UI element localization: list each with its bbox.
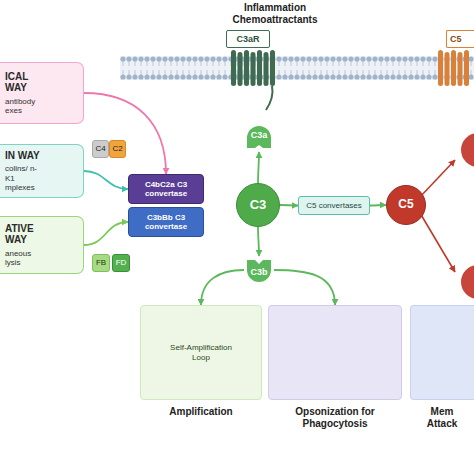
outcome-panel: Self-Amplification LoopAmplification (140, 305, 262, 427)
flow-arrow (84, 222, 128, 245)
flow-arrow (274, 270, 335, 305)
node-text: ICAL WAY (5, 71, 49, 94)
node-text: C3a (251, 130, 268, 140)
node-text: C2 (112, 144, 122, 153)
outcome-panel: Mem Attack (410, 305, 474, 445)
node-subtext: aneous lysis (5, 249, 43, 267)
node-text: C4 (95, 144, 105, 153)
node-text: C5 (450, 34, 462, 44)
protein-circle: C5 (386, 185, 426, 225)
node-text: C3b (250, 267, 267, 277)
node-text: C3 (250, 198, 267, 213)
flow-arrow (84, 93, 166, 174)
node-subtext: colins/ n-K1 mplexes (5, 164, 43, 192)
outcome-panel: Opsonization for Phagocytosis (268, 305, 402, 445)
shape-fill (247, 260, 271, 282)
panel-ground: Self-Amplification Loop (140, 305, 262, 400)
convertase-box: C3bBb C3 convertase (128, 207, 204, 237)
c3a-receptor (231, 50, 275, 110)
node-text: Self-Amplification Loop (170, 343, 232, 361)
receptor-label: C3aR (226, 30, 270, 48)
node-text: Mem Attack (421, 406, 463, 429)
node-text: ATIVE WAY (5, 223, 49, 246)
node-text: C3aR (236, 34, 259, 44)
node-text: IN WAY (5, 150, 49, 162)
flow-arrow (280, 204, 298, 206)
node-text: Opsonization for Phagocytosis (280, 406, 390, 429)
factor-box: C4 (92, 140, 109, 158)
factor-box: C2 (109, 140, 126, 158)
cell-membrane (120, 56, 474, 80)
c5-fragments (420, 133, 474, 299)
heading-label: Inflammation Chemoattractants (215, 2, 335, 25)
node-subtext: Amplification (169, 406, 232, 418)
node-text: FB (96, 258, 106, 267)
flow-arrow (258, 227, 259, 256)
node-subtext: antibody exes (5, 97, 51, 115)
protein-circle: C3 (236, 183, 280, 227)
label-holder: Inflammation Chemoattractants (195, 2, 355, 25)
node-text: C5 (398, 198, 413, 212)
flow-arrow (84, 171, 128, 189)
shape-fill (247, 126, 271, 148)
convertase-box: C5 convertases (298, 196, 370, 215)
convertase-box: C4bC2a C3 convertase (128, 174, 204, 204)
factor-box: FD (112, 254, 130, 272)
c5a-receptor (438, 50, 469, 86)
pathway-box: IN WAY colins/ n-K1 mplexes (0, 144, 84, 198)
flow-arrow (258, 152, 259, 183)
receptor-label: C5 (446, 30, 474, 48)
panel-ground (268, 305, 402, 400)
node-text: FD (116, 258, 127, 267)
flow-arrow (201, 270, 244, 305)
pathway-box: ICAL WAY antibody exes (0, 62, 84, 124)
lipid-bilayer (120, 56, 474, 80)
panel-ground (410, 305, 474, 400)
factor-box: FB (92, 254, 110, 272)
pathway-box: ATIVE WAY aneous lysis (0, 216, 84, 274)
node-text: C4bC2a C3 convertase (133, 180, 199, 198)
flow-arrow (370, 204, 386, 206)
membrane-band (120, 56, 474, 80)
node-text: C3bBb C3 convertase (133, 213, 199, 231)
fragment-shape: C3b (244, 256, 274, 284)
fragment-shape: C3a (244, 124, 274, 152)
node-text: C5 convertases (306, 201, 362, 210)
